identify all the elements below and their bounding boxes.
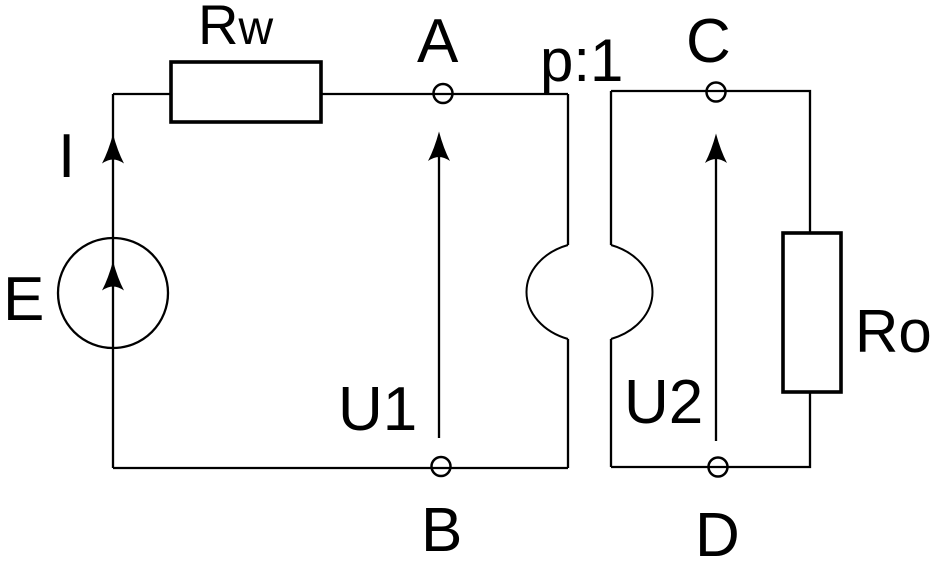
current-arrowhead [102,134,124,164]
wire-top-right-rail [611,89,812,233]
resistor-rw-body [169,60,323,124]
resistor-ro-body [781,231,843,394]
voltage-u1-arrowhead [428,131,450,161]
label-rw-sub: w [237,2,273,55]
label-source: E [3,265,44,334]
terminal-b [430,455,452,478]
transformer-right-arc [610,244,654,340]
wire-bottom-right-rail [611,392,812,469]
terminal-c [705,81,727,103]
label-u2: U2 [624,368,703,437]
label-u1: U1 [338,375,417,444]
voltage-u2-arrowhead [705,133,727,163]
label-ratio: p:1 [540,27,623,94]
label-node-a: A [417,7,459,76]
label-rw: Rw [198,0,273,56]
source-arrowhead [102,261,124,291]
label-node-d: D [695,501,740,570]
terminal-a [432,82,454,105]
label-node-b: B [421,496,462,565]
transformer-left-arc [525,244,569,340]
label-rw-main: R [198,0,238,56]
label-node-c: C [686,7,731,76]
label-current: I [58,122,75,191]
source-circle [56,236,170,350]
terminal-d [707,456,729,478]
label-ro: Ro [855,298,932,365]
